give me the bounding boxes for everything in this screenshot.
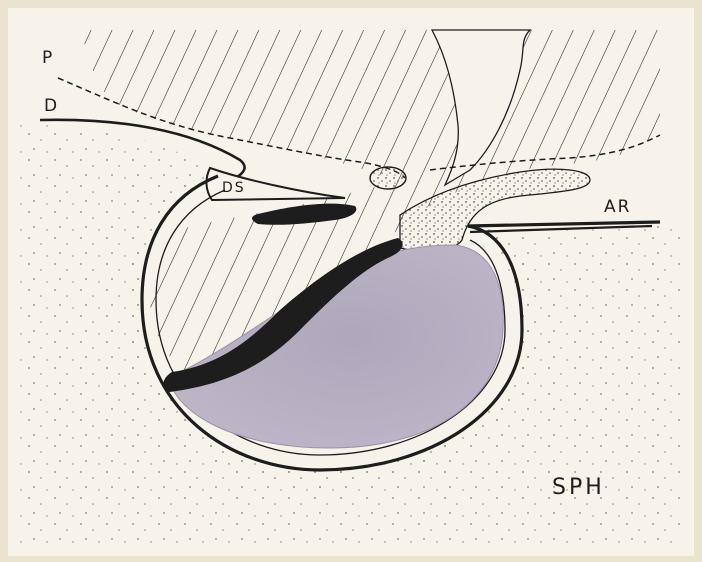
label-ds: DS — [222, 180, 246, 196]
label-d: D — [44, 96, 59, 116]
stippled-nodule — [370, 167, 406, 189]
label-sph: SPH — [552, 475, 605, 500]
label-p: P — [42, 48, 54, 68]
label-ar: AR — [604, 197, 631, 217]
